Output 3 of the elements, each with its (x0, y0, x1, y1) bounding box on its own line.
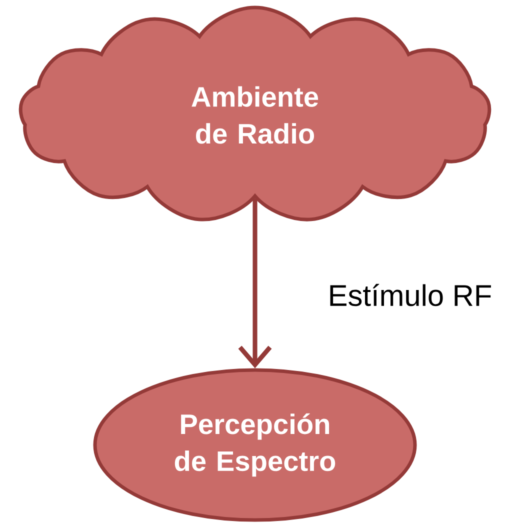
ellipse-node: Percepción de Espectro (93, 368, 417, 522)
edge-label: Estímulo RF (330, 284, 491, 306)
arrow (238, 198, 272, 368)
